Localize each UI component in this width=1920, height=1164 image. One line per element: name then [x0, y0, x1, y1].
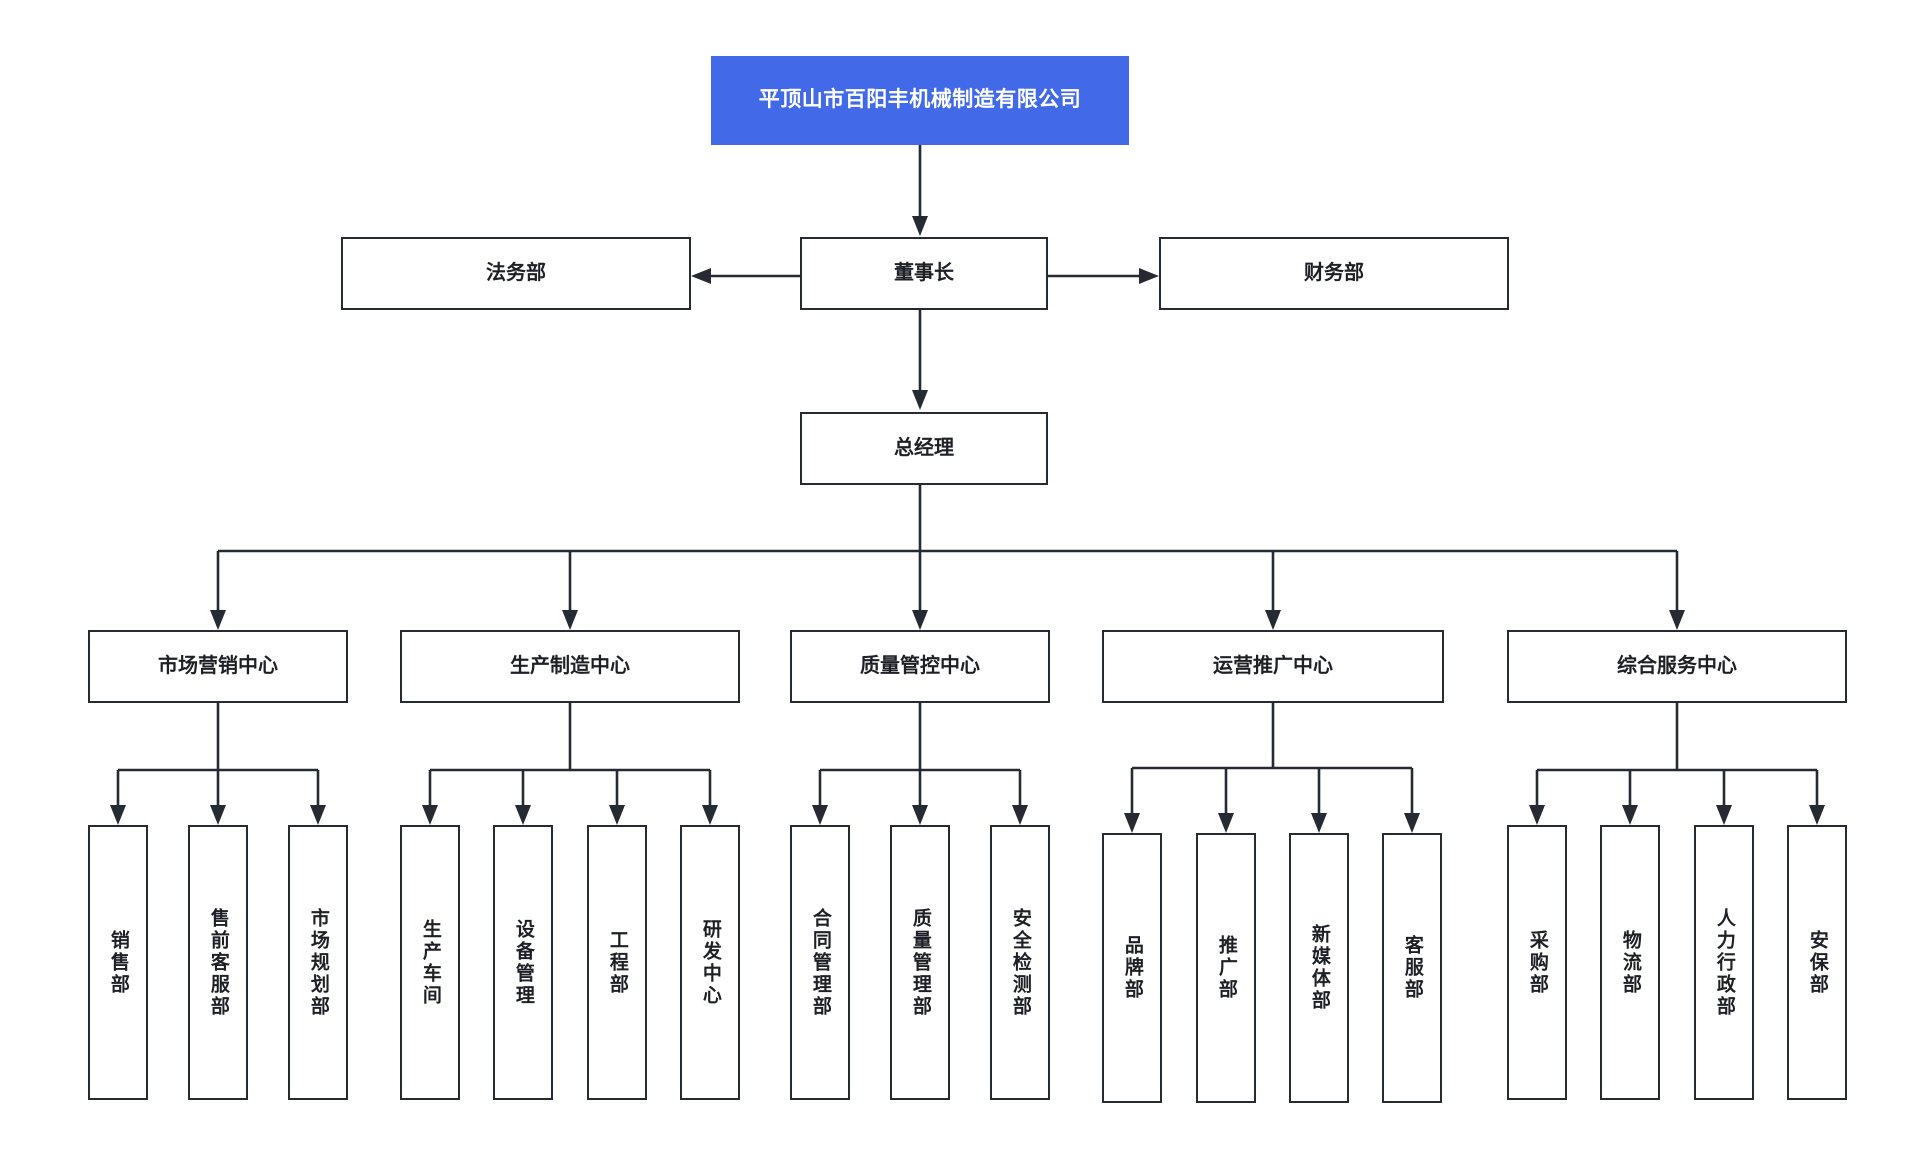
arrow-bus-drop-3: [912, 610, 928, 630]
node-leaf-logistics[interactable]: 物流部: [1600, 825, 1660, 1100]
node-leaf-market-planning[interactable]: 市场规划部: [288, 825, 348, 1100]
arrow-c5-d3: [1716, 805, 1732, 825]
arrow-c2-d3: [609, 805, 625, 825]
node-leaf-security[interactable]: 安保部: [1787, 825, 1847, 1100]
node-leaf-equipment-management[interactable]: 设备管理: [493, 825, 553, 1100]
arrow-c3-d2: [912, 805, 928, 825]
arrow-bus-drop-5: [1669, 610, 1685, 630]
node-leaf-presales-service[interactable]: 售前客服部: [188, 825, 248, 1100]
node-leaf-customer-service[interactable]: 客服部: [1382, 833, 1442, 1103]
node-legal-department[interactable]: 法务部: [341, 237, 691, 310]
node-chairman[interactable]: 董事长: [800, 237, 1048, 310]
arrow-c1-d1: [110, 805, 126, 825]
node-leaf-hr-administration[interactable]: 人力行政部: [1694, 825, 1754, 1100]
arrow-chairman-to-gm: [912, 390, 928, 410]
arrow-c4-d2: [1218, 813, 1234, 833]
node-leaf-contract-management[interactable]: 合同管理部: [790, 825, 850, 1100]
node-leaf-procurement[interactable]: 采购部: [1507, 825, 1567, 1100]
node-company-root[interactable]: 平顶山市百阳丰机械制造有限公司: [711, 56, 1129, 145]
arrow-c5-d2: [1622, 805, 1638, 825]
arrow-chairman-to-legal: [691, 268, 711, 284]
arrow-c1-d2: [210, 805, 226, 825]
node-center-service[interactable]: 综合服务中心: [1507, 630, 1847, 703]
node-general-manager[interactable]: 总经理: [800, 412, 1048, 485]
node-leaf-rnd-center[interactable]: 研发中心: [680, 825, 740, 1100]
arrow-root-to-chairman: [912, 216, 928, 236]
arrow-bus-drop-1: [210, 610, 226, 630]
arrow-c5-d1: [1529, 805, 1545, 825]
arrow-bus-drop-4: [1265, 610, 1281, 630]
node-center-marketing[interactable]: 市场营销中心: [88, 630, 348, 703]
node-leaf-safety-inspection[interactable]: 安全检测部: [990, 825, 1050, 1100]
arrow-c3-d3: [1012, 805, 1028, 825]
node-center-operations[interactable]: 运营推广中心: [1102, 630, 1444, 703]
arrow-chairman-to-finance: [1139, 268, 1159, 284]
arrow-bus-drop-2: [562, 610, 578, 630]
node-leaf-sales[interactable]: 销售部: [88, 825, 148, 1100]
arrow-c2-d4: [702, 805, 718, 825]
arrow-c1-d3: [310, 805, 326, 825]
node-leaf-production-workshop[interactable]: 生产车间: [400, 825, 460, 1100]
arrow-c2-d1: [422, 805, 438, 825]
arrow-c4-d3: [1311, 813, 1327, 833]
node-leaf-engineering[interactable]: 工程部: [587, 825, 647, 1100]
node-leaf-quality-management[interactable]: 质量管理部: [890, 825, 950, 1100]
arrow-c4-d1: [1124, 813, 1140, 833]
node-finance-department[interactable]: 财务部: [1159, 237, 1509, 310]
node-center-production[interactable]: 生产制造中心: [400, 630, 740, 703]
arrow-c4-d4: [1404, 813, 1420, 833]
arrow-c2-d2: [515, 805, 531, 825]
node-leaf-brand[interactable]: 品牌部: [1102, 833, 1162, 1103]
arrow-c5-d4: [1809, 805, 1825, 825]
node-leaf-new-media[interactable]: 新媒体部: [1289, 833, 1349, 1103]
arrow-c3-d1: [812, 805, 828, 825]
node-center-quality[interactable]: 质量管控中心: [790, 630, 1050, 703]
node-leaf-promotion[interactable]: 推广部: [1196, 833, 1256, 1103]
